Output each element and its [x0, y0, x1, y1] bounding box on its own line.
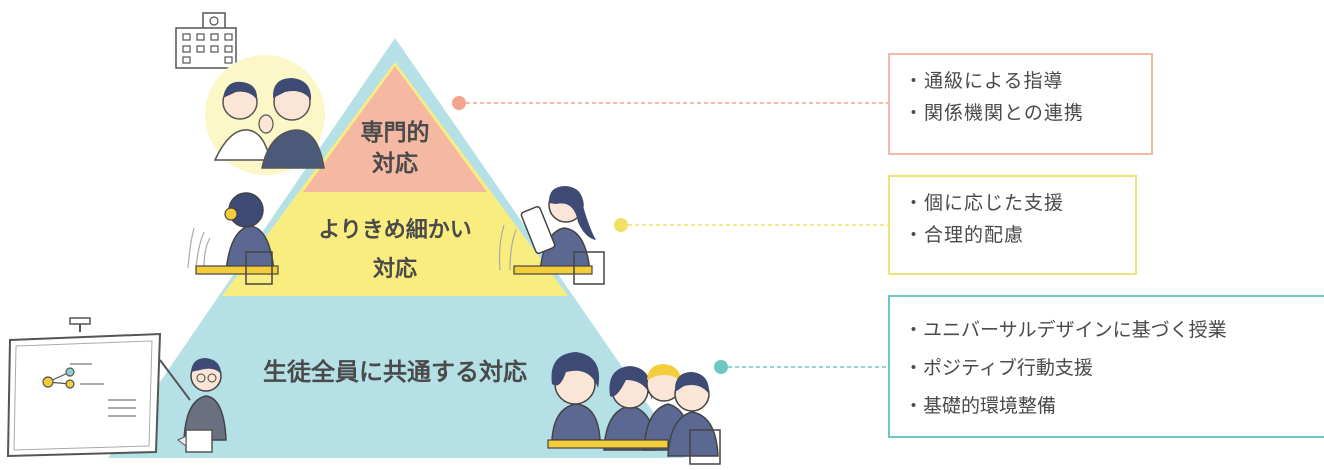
teacher-at-screen-illustration — [6, 317, 227, 458]
tier-top-label-line2: 対応 — [372, 151, 418, 178]
bottom-tier-item: 基礎的環境整備 — [904, 387, 1310, 425]
middle-tier-item: 合理的配慮 — [904, 219, 1121, 251]
students-group-illustration — [547, 352, 721, 465]
connector-bottom — [714, 360, 888, 374]
top-tier-item: 通級による指導 — [904, 65, 1137, 97]
tier-middle-label: よりきめ細かい 対応 — [290, 212, 500, 289]
bottom-tier-items-box: ユニバーサルデザインに基づく授業 ポジティブ行動支援 基礎的環境整備 — [888, 295, 1324, 438]
top-tier-item: 関係機関との連携 — [904, 97, 1137, 129]
tier-bottom-label-line1: 生徒全員に共通する対応 — [263, 358, 527, 386]
connector-top — [452, 96, 888, 110]
middle-tier-items-box: 個に応じた支援 合理的配慮 — [888, 175, 1137, 275]
student-with-headphones-illustration — [187, 192, 279, 285]
tier-middle-label-line1: よりきめ細かい — [318, 218, 472, 243]
bottom-tier-item: ポジティブ行動支援 — [904, 349, 1310, 387]
bottom-tier-item: ユニバーサルデザインに基づく授業 — [904, 311, 1310, 349]
tier-top-label: 専門的 対応 — [325, 118, 465, 180]
student-with-tablet-illustration — [498, 186, 605, 285]
teacher-consultation-illustration — [205, 55, 325, 175]
tier-top-label-line1: 専門的 — [360, 120, 430, 146]
tier-bottom-label: 生徒全員に共通する対応 — [230, 356, 560, 388]
top-tier-items-box: 通級による指導 関係機関との連携 — [888, 53, 1153, 155]
tier-middle-label-line2: 対応 — [372, 256, 417, 282]
connector-middle — [614, 218, 888, 232]
middle-tier-item: 個に応じた支援 — [904, 187, 1121, 219]
school-building-icon — [175, 12, 237, 69]
pyramid-top-tier — [303, 66, 487, 192]
